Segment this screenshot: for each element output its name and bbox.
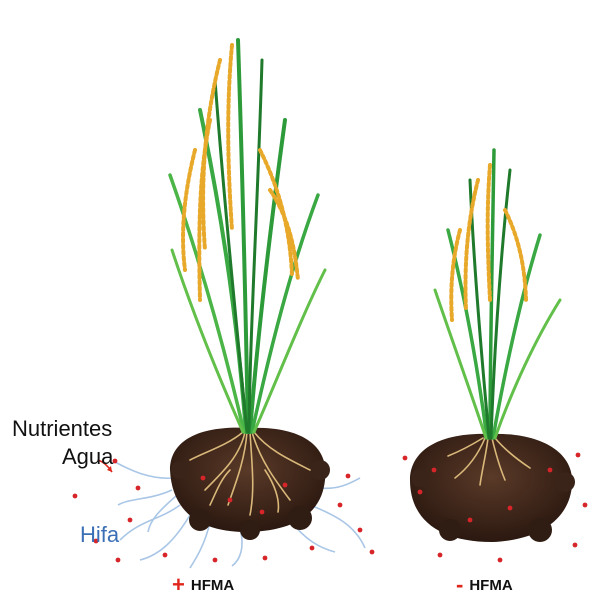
plant-with-fungi [73,40,375,568]
minus-sign: - [456,572,463,597]
label-nutrients: Nutrientes [12,416,112,442]
caption-text: HFMA [469,577,512,594]
caption-with-fungi: + HFMA [172,570,234,596]
leaves [170,40,325,432]
plant-without-fungi [403,150,588,562]
caption-without-fungi: -HFMA [456,570,513,596]
caption-text: HFMA [191,577,234,594]
leaves-right [435,150,560,438]
soil-mound [170,428,330,540]
soil-mound-right [410,434,575,542]
label-water: Agua [62,444,113,470]
label-hypha: Hifa [80,522,119,548]
plus-sign: + [172,572,185,597]
